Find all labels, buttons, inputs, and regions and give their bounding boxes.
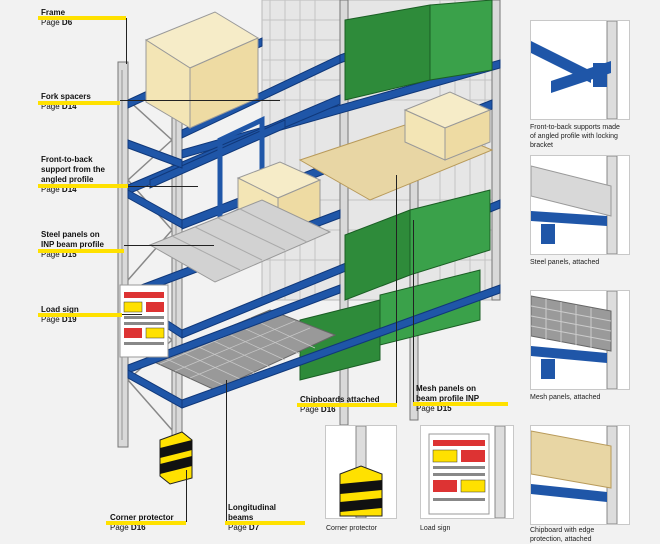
caption-steel-panels: Steel panels, attached xyxy=(530,259,600,266)
load-sign-image xyxy=(428,426,506,518)
mid-crates xyxy=(299,189,491,381)
steel-panel-deck xyxy=(148,199,332,283)
leader-line xyxy=(413,220,414,402)
caption-angled-profile: Front-to-back supports made of angled pr… xyxy=(530,124,620,149)
corner-protector-image xyxy=(339,426,383,518)
highlight-bar xyxy=(38,16,126,20)
highlight-bar xyxy=(38,313,122,317)
thumb-angled-profile xyxy=(530,20,630,120)
caption-chipboard: Chipboard with edge protection, attached xyxy=(530,527,595,543)
load-sign-panel xyxy=(119,284,169,358)
highlight-bar xyxy=(413,402,508,406)
leader-line xyxy=(186,470,187,522)
thumb-chipboard xyxy=(530,425,630,525)
callout-mesh-panels: Mesh panels on beam profile INP Page D15 xyxy=(416,384,480,413)
thumb-steel-panels xyxy=(530,155,630,255)
leader-line xyxy=(128,186,198,187)
callout-front-to-back: Front-to-back support from the angled pr… xyxy=(41,155,105,194)
leader-line xyxy=(126,18,127,64)
longitudinal-beams xyxy=(127,284,501,409)
callout-load-sign: Load sign Page D19 xyxy=(41,305,79,324)
callout-longitudinal-beams: Longitudinal beams Page D7 xyxy=(228,503,276,532)
thumb-load-sign xyxy=(420,425,514,519)
callout-steel-panels: Steel panels on INP beam profile Page D1… xyxy=(41,230,104,259)
leader-line xyxy=(124,245,214,246)
highlight-bar xyxy=(38,184,128,188)
top-crates xyxy=(344,0,493,101)
chipboard-image xyxy=(531,426,618,524)
leader-line xyxy=(226,380,227,521)
callout-corner-protector: Corner protector Page D16 xyxy=(110,513,174,532)
highlight-bar xyxy=(297,403,397,407)
caption-load-sign: Load sign xyxy=(420,525,451,532)
angled-profile-image xyxy=(531,21,618,119)
corner-protector-shape xyxy=(159,431,193,485)
mesh-panels-image xyxy=(531,291,618,389)
callout-fork-spacers: Fork spacers Page D14 xyxy=(41,92,91,111)
callout-chipboards: Chipboards attached Page D16 xyxy=(300,395,380,414)
highlight-bar xyxy=(38,101,120,105)
leader-line xyxy=(120,100,280,101)
leader-line xyxy=(396,175,397,403)
leader-line xyxy=(122,314,142,315)
highlight-bar xyxy=(38,249,124,253)
steel-panels-image xyxy=(531,156,618,254)
top-box xyxy=(144,11,260,129)
thumb-mesh-panels xyxy=(530,290,630,390)
highlight-bar xyxy=(225,521,305,525)
thumb-corner-protector xyxy=(325,425,397,519)
caption-mesh-panels: Mesh panels, attached xyxy=(530,394,601,401)
callout-frame: Frame Page D6 xyxy=(41,8,73,27)
highlight-bar xyxy=(106,521,186,525)
caption-corner-protector: Corner protector xyxy=(326,525,377,532)
